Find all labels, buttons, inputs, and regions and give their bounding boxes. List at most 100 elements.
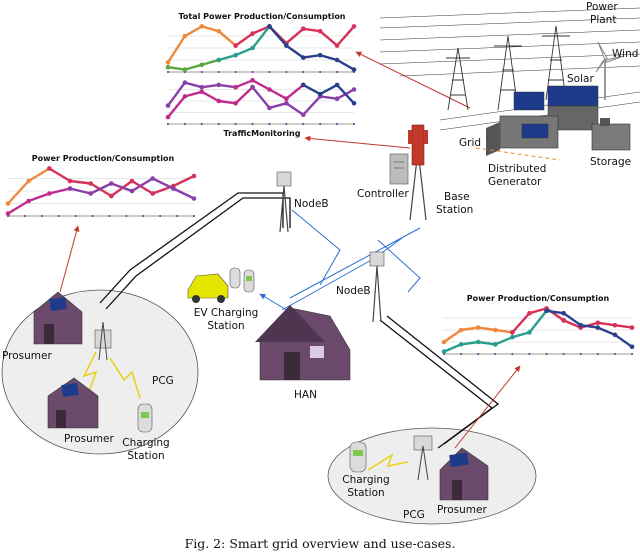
curve-point bbox=[351, 101, 357, 106]
curve-point bbox=[171, 186, 176, 191]
curve-point bbox=[441, 339, 447, 345]
curve-point bbox=[150, 191, 155, 196]
prosumer-right-label: Prosumer bbox=[437, 504, 487, 516]
power-pylons bbox=[446, 25, 570, 111]
left-pcg-cloud bbox=[1, 289, 199, 455]
left-pcg-label: PCG bbox=[152, 375, 174, 387]
curve-point bbox=[612, 332, 618, 338]
curve-point bbox=[300, 82, 306, 88]
pcg-right-tower-icon bbox=[413, 435, 433, 481]
axis-tick bbox=[335, 122, 339, 126]
axis-tick bbox=[596, 352, 599, 356]
prosumer-bottom-house-icon bbox=[47, 377, 99, 429]
controller-label: Controller bbox=[357, 188, 409, 200]
storage-label: Storage bbox=[590, 156, 631, 168]
axis-tick bbox=[319, 70, 322, 74]
curve-point bbox=[300, 112, 306, 118]
curve-point bbox=[47, 166, 52, 171]
axis-tick bbox=[142, 214, 145, 218]
prosumer-right-house-icon bbox=[439, 447, 489, 501]
curve-point bbox=[475, 339, 481, 345]
axis-tick bbox=[459, 352, 463, 356]
curve-point bbox=[629, 325, 635, 330]
curve-point bbox=[250, 78, 255, 83]
nodeb-lower-label: NodeB bbox=[336, 285, 371, 297]
curve-segment bbox=[303, 25, 355, 47]
wired-links bbox=[99, 192, 500, 449]
curve-segment bbox=[167, 58, 220, 71]
curve-point bbox=[267, 24, 272, 29]
axis-tick bbox=[579, 352, 582, 356]
curve-segment bbox=[511, 307, 565, 334]
curve-point bbox=[527, 310, 532, 316]
axis-tick bbox=[268, 70, 271, 74]
curve-point bbox=[47, 191, 52, 196]
prosumer-top-label: Prosumer bbox=[2, 350, 52, 362]
traffic-monitoring-chart bbox=[165, 78, 357, 126]
curve-point bbox=[267, 87, 272, 92]
curve-point bbox=[26, 178, 31, 184]
base-station-tower-icon bbox=[408, 124, 428, 221]
curve-point bbox=[165, 103, 171, 108]
axis-tick bbox=[125, 214, 128, 218]
curve-point bbox=[317, 52, 323, 58]
curve-point bbox=[67, 178, 73, 184]
curve-point bbox=[492, 327, 498, 333]
nodeb-upper-tower-icon bbox=[276, 171, 292, 233]
curve-point bbox=[150, 176, 155, 181]
left-power-chart bbox=[5, 166, 197, 218]
curve-point bbox=[199, 84, 205, 90]
prosumer-top-house-icon bbox=[33, 291, 83, 345]
curve-point bbox=[216, 57, 222, 63]
charging-station-left-icon bbox=[137, 403, 153, 433]
curve-point bbox=[351, 67, 357, 72]
curve-point bbox=[233, 101, 238, 106]
axis-tick bbox=[477, 352, 480, 356]
curve-point bbox=[182, 94, 188, 99]
curve-point bbox=[544, 308, 549, 314]
curve-point bbox=[88, 191, 93, 196]
axis-tick bbox=[57, 214, 60, 218]
axis-tick bbox=[562, 352, 565, 356]
wireless-links bbox=[259, 209, 421, 319]
curve-segment bbox=[7, 187, 71, 215]
axis-tick bbox=[159, 214, 162, 218]
curve-point bbox=[284, 101, 289, 106]
curve-segment bbox=[268, 25, 355, 71]
axis-tick bbox=[268, 122, 271, 126]
axis-tick bbox=[511, 352, 514, 356]
curve-point bbox=[182, 33, 188, 39]
curve-point bbox=[88, 181, 93, 186]
curve-point bbox=[300, 55, 306, 60]
axis-tick bbox=[74, 214, 77, 218]
curve-point bbox=[182, 67, 188, 72]
curve-point bbox=[250, 45, 255, 51]
curve-point bbox=[527, 330, 532, 335]
axis-tick bbox=[285, 122, 288, 126]
axis-tick bbox=[285, 70, 288, 74]
curve-point bbox=[5, 211, 11, 216]
axis-tick bbox=[166, 70, 170, 74]
power-lines bbox=[379, 7, 640, 131]
total-power-chart bbox=[165, 24, 357, 74]
nodeb-lower-tower-icon bbox=[369, 251, 385, 323]
traffic-chart-title: TrafficMonitoring bbox=[224, 129, 301, 138]
right-pcg-label: PCG bbox=[403, 509, 425, 521]
curve-point bbox=[250, 84, 255, 90]
curve-point bbox=[165, 60, 171, 65]
axis-tick bbox=[251, 70, 254, 74]
curve-segment bbox=[443, 340, 496, 353]
right-power-chart bbox=[441, 306, 635, 356]
curve-segment bbox=[218, 25, 271, 62]
storage-icon bbox=[591, 118, 631, 151]
curve-segment bbox=[302, 83, 355, 105]
curve-point bbox=[300, 26, 306, 32]
ev-car-icon bbox=[187, 273, 229, 303]
curve-segment bbox=[7, 167, 50, 205]
curve-point bbox=[441, 349, 447, 354]
axis-tick bbox=[183, 122, 187, 126]
curve-point bbox=[5, 201, 11, 206]
curve-point bbox=[67, 186, 73, 191]
